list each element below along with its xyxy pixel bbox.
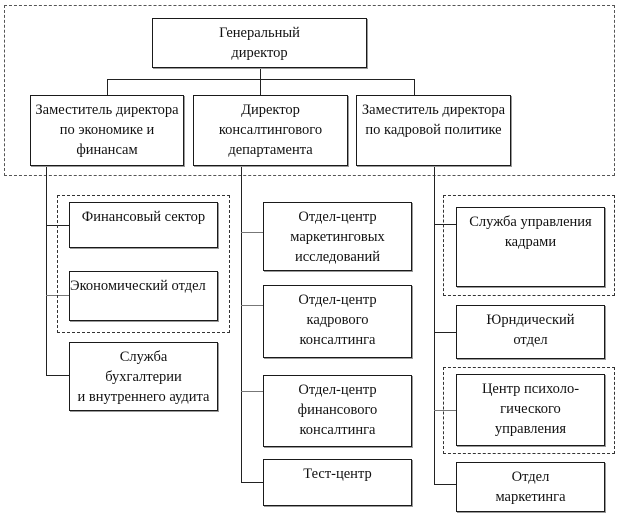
col1-branch-3: [46, 375, 70, 376]
org-node-test-center[interactable]: Тест-центр: [263, 459, 412, 506]
hr-group-frame: [443, 195, 615, 296]
node-label: Отдел-центр маркетинговых исследований: [290, 209, 385, 265]
org-node-consulting-director[interactable]: Директор консалтингового департамента: [193, 95, 348, 166]
col1-branch-2: [46, 295, 70, 296]
col3-trunk: [434, 165, 435, 484]
org-node-finance-consulting[interactable]: Отдел-центр финансового консалтинга: [263, 375, 412, 447]
col3-branch-4: [434, 484, 457, 485]
org-node-general-director[interactable]: Генеральный директор: [152, 18, 367, 68]
psych-group-frame: [443, 367, 615, 454]
node-label: Заместитель директора по кадровой полити…: [361, 102, 506, 138]
finance-group-frame: [57, 195, 230, 333]
col3-branch-3: [434, 410, 457, 411]
org-node-economic-dept[interactable]: Экономический отдел: [69, 271, 218, 321]
org-node-legal-dept[interactable]: Юрндический отдел: [456, 305, 605, 359]
org-node-accounting-audit[interactable]: Служба бухгалтерии и внутреннего аудита: [69, 342, 218, 411]
col2-branch-4: [241, 482, 264, 483]
node-label: Генеральный директор: [219, 25, 300, 61]
node-label: Юрндический отдел: [486, 312, 575, 348]
col1-trunk: [46, 165, 47, 376]
org-node-psych-center[interactable]: Центр психоло- гического управления: [456, 374, 605, 446]
col2-branch-3: [241, 391, 264, 392]
connector-to-deputy-econ: [107, 79, 108, 95]
connector-horizontal-bus: [107, 79, 415, 80]
management-group-frame: [4, 5, 615, 176]
org-node-deputy-econ[interactable]: Заместитель директора по экономике и фин…: [30, 95, 184, 166]
node-label: Отдел-центр финансового консалтинга: [297, 382, 378, 438]
node-label: Директор консалтингового департамента: [218, 102, 323, 158]
node-label: Отдел маркетинга: [495, 469, 566, 505]
col3-branch-1: [434, 224, 457, 225]
col2-branch-1: [241, 232, 264, 233]
node-label: Служба управления кадрами: [469, 214, 592, 250]
org-node-hr-management[interactable]: Служба управления кадрами: [456, 207, 605, 287]
col1-branch-1: [46, 225, 70, 226]
node-label: Отдел-центр кадрового консалтинга: [298, 292, 377, 348]
node-label: Экономический отдел: [70, 278, 206, 294]
node-label: Заместитель директора по экономике и фин…: [35, 102, 179, 158]
connector-to-deputy-hr: [414, 79, 415, 95]
node-label: Финансовый сектор: [81, 209, 206, 225]
node-label: Центр психоло- гического управления: [481, 381, 580, 437]
org-node-deputy-hr[interactable]: Заместитель директора по кадровой полити…: [356, 95, 511, 166]
col3-branch-2: [434, 332, 457, 333]
node-label: Служба бухгалтерии и внутреннего аудита: [77, 349, 210, 405]
col2-branch-2: [241, 305, 264, 306]
org-node-hr-consulting[interactable]: Отдел-центр кадрового консалтинга: [263, 285, 412, 358]
org-node-marketing-research[interactable]: Отдел-центр маркетинговых исследований: [263, 202, 412, 271]
node-label: Тест-центр: [303, 466, 372, 482]
col2-trunk: [241, 165, 242, 482]
org-node-finance-sector[interactable]: Финансовый сектор: [69, 202, 218, 248]
org-node-marketing-dept[interactable]: Отдел маркетинга: [456, 462, 605, 512]
